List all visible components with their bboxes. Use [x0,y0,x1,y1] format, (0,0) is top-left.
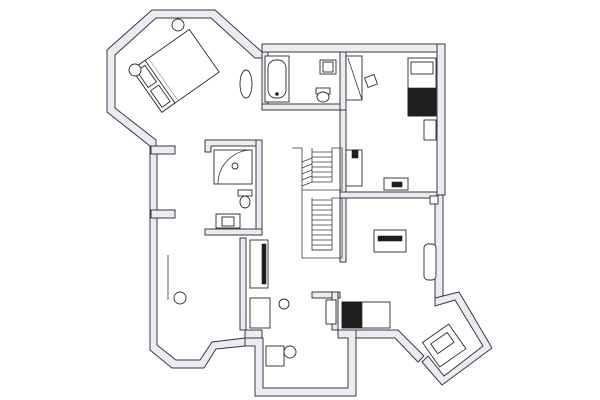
floor-lamp [173,291,187,305]
central-table [373,229,407,253]
stair-step [301,175,313,181]
wall-bottom-center [244,329,357,397]
wall-right-bay [421,291,493,386]
furniture [128,18,467,368]
nightstand-3 [423,119,437,141]
wall-interior-left-1 [150,145,176,155]
stair-step [301,169,313,175]
cabinet-low [265,345,285,367]
bay-desk [421,323,467,368]
wall-bench [423,243,437,281]
stair-steps [301,151,332,251]
stair-step [301,163,313,169]
landing-box [429,195,439,205]
wall-lower-bath [244,329,263,339]
round-stool [283,345,297,359]
sink-unit [249,297,271,329]
staircase [292,147,343,259]
wardrobe-1 [325,299,337,325]
wall-bath-bottom [204,228,263,236]
bathtub [264,55,290,103]
chair-1 [364,74,378,88]
wall-top-row-bottom [261,103,341,111]
nightstand-lamp-2 [171,18,185,32]
shower [213,149,253,185]
wall-top-row-vert [339,51,347,111]
stair-step [301,181,313,187]
desk-1 [345,55,363,101]
bathtub-2 [249,239,269,289]
washbasin-2 [215,213,241,229]
stair-outline [292,147,343,259]
walls [106,9,493,397]
wall-stair-left [239,237,247,331]
double-bed-1 [131,28,220,113]
wall-landing-2 [339,191,438,199]
wall-interior-left-2 [150,209,176,219]
oval-table [239,69,253,99]
wall-landing-3 [339,197,347,263]
wall-top-right [261,43,446,53]
stool [278,298,290,310]
stair-step [301,157,313,163]
toilet-2 [237,189,253,209]
wall-bath-right [255,139,263,236]
wall-right-upper [436,43,446,196]
nightstand-lamp-1 [128,63,142,77]
toilet-1 [315,87,331,103]
single-bed [407,57,437,117]
landing-desk [345,149,409,191]
washbasin-1 [319,59,337,75]
double-bed-2 [341,301,391,329]
wall-landing-1 [339,109,347,193]
